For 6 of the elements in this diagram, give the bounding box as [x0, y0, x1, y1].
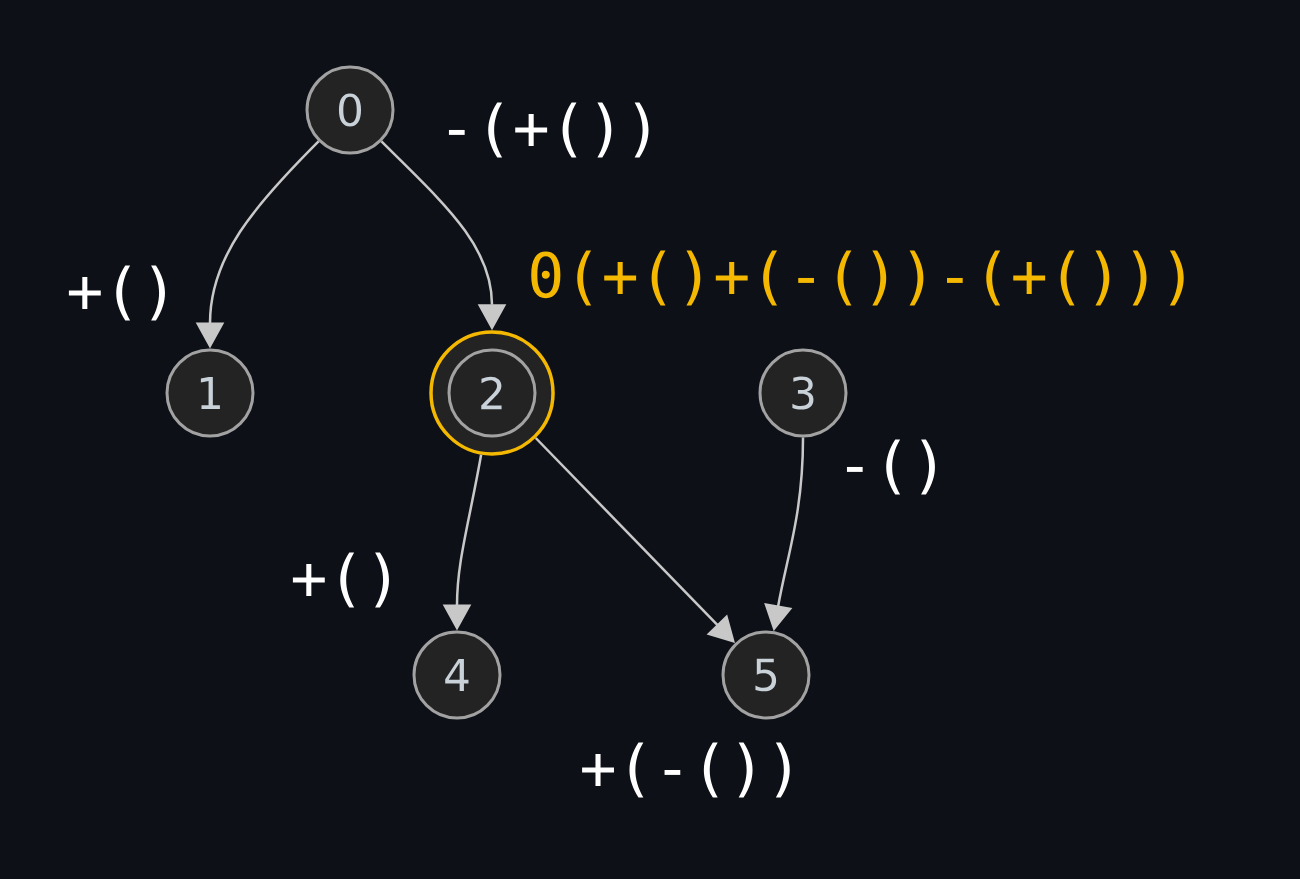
- expression-label: +(): [68, 265, 165, 321]
- expression-label: -(): [846, 439, 935, 495]
- expression-label: +(-()): [582, 742, 790, 798]
- expression-label: +(): [292, 552, 389, 608]
- expression-label: 0(+()+(-())-(+())): [531, 250, 1184, 306]
- expression-label: -(+()): [448, 102, 649, 158]
